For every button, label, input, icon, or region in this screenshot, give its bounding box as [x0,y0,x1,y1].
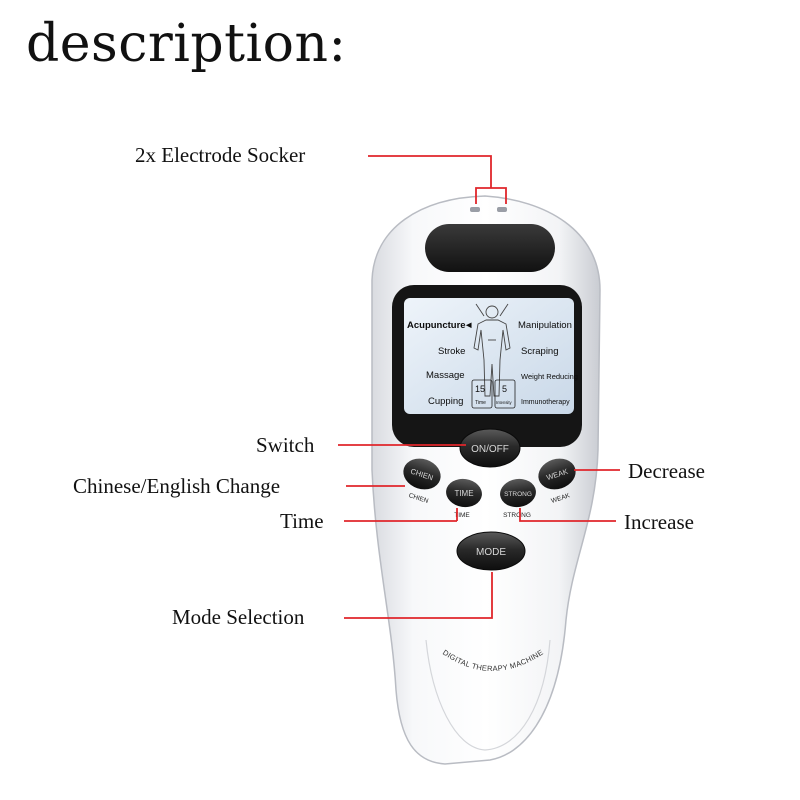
lcd-item-weight-reducing: Weight Reducing [521,372,578,381]
time-button-caption: TIME [454,512,470,519]
lcd-item-manipulation: Manipulation [518,320,572,331]
callout-decrease: Decrease [628,459,705,483]
callout-mode-selection: Mode Selection [172,605,305,629]
lcd-timer-value: 15 [475,384,485,394]
leader-mode [344,572,493,619]
strong-button[interactable]: STRONG STRONG [498,477,538,519]
mode-button[interactable]: MODE [456,531,526,571]
lcd-item-massage: Massage [426,370,465,381]
on-off-button[interactable]: ON/OFF [459,428,521,468]
lcd-level-label: Intensity [496,400,513,405]
lcd-timer-label: Time [475,400,486,406]
lcd-level-value: 5 [502,384,507,394]
strong-button-caption: STRONG [503,512,531,519]
device-bezel-line [425,639,551,751]
lcd-item-cupping: Cupping [428,396,463,407]
lcd-item-immunotherapy: Immunotherapy [521,399,570,406]
lcd-item-scraping: Scraping [521,346,559,357]
on-off-button-label: ON/OFF [471,444,509,455]
lcd-screen [404,298,574,414]
electrode-socket-left[interactable] [470,207,480,212]
leader-electrode-bracket [475,187,507,204]
chien-button[interactable]: CHIEN CHIEN [399,454,444,505]
callout-increase: Increase [624,510,694,534]
weak-button[interactable]: WEAK WEAK [534,454,579,505]
callout-time: Time [280,509,324,533]
leader-lines [338,155,620,619]
leader-electrode [368,155,492,188]
lcd-item-stroke: Stroke [438,346,465,357]
callout-chinese-english-change: Chinese/English Change [73,474,281,498]
callout-electrode-socket: 2x Electrode Socker [135,143,306,167]
mode-button-label: MODE [476,547,506,558]
electrode-socket-right[interactable] [497,207,507,212]
body-figure-icon [473,303,511,397]
time-button[interactable]: TIME TIME [444,477,484,519]
page-title: description: [26,14,347,74]
strong-button-label: STRONG [504,491,532,498]
leader-increase [519,508,616,522]
lcd-level-box [494,379,516,409]
time-button-label: TIME [454,489,473,498]
lcd-timer-box [471,379,493,409]
lcd-selected-arrow: ◄ [464,320,473,331]
callout-switch: Switch [256,433,315,457]
lcd-item-acupuncture: Acupuncture [407,320,466,331]
speaker-grille [425,224,555,272]
